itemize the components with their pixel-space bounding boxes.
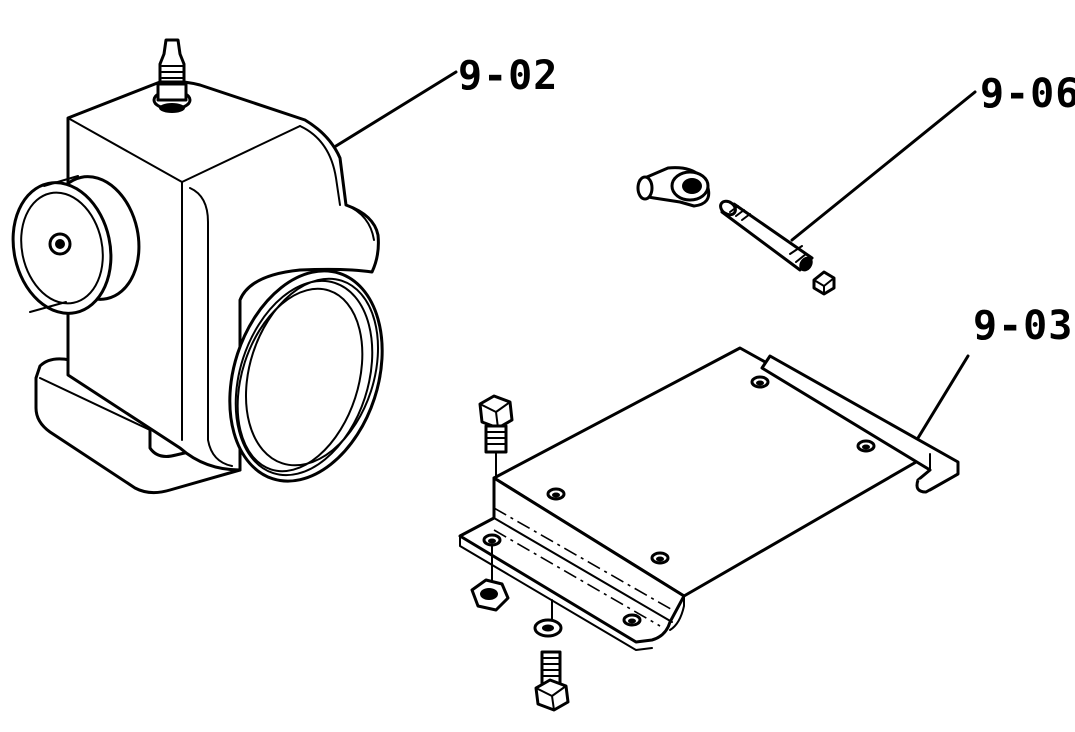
gearbox-side-edge xyxy=(299,125,341,206)
mounting-bracket xyxy=(458,346,970,712)
callout-9-06: 9-06 xyxy=(980,71,1075,117)
gearbox-boss xyxy=(345,204,375,241)
pipe-fittings xyxy=(636,90,977,296)
bracket-nut xyxy=(470,545,510,612)
pipe-elbow xyxy=(636,166,711,208)
bracket-bolt-top xyxy=(478,394,514,479)
input-pulley xyxy=(11,175,141,315)
gearbox-cover xyxy=(228,269,384,483)
callout-9-03: 9-03 xyxy=(973,303,1074,349)
gearbox-front-fillet xyxy=(189,187,233,467)
gearbox-assembly xyxy=(11,38,458,495)
gearbox-base-edge xyxy=(39,377,151,431)
bracket-washer-bolt xyxy=(533,599,570,712)
bracket-holes xyxy=(482,375,876,627)
bracket-lower-flange xyxy=(458,476,686,644)
leader-line-9-03 xyxy=(916,354,970,440)
callout-9-02: 9-02 xyxy=(458,53,559,99)
leader-line-9-06 xyxy=(790,90,977,242)
pipe-nipple xyxy=(719,199,814,272)
leader-line-9-02 xyxy=(334,70,458,148)
bracket-centerline-2 xyxy=(493,529,661,627)
bracket-centerline-1 xyxy=(493,507,677,613)
grease-fitting xyxy=(152,38,192,113)
pipe-plug xyxy=(812,270,836,296)
